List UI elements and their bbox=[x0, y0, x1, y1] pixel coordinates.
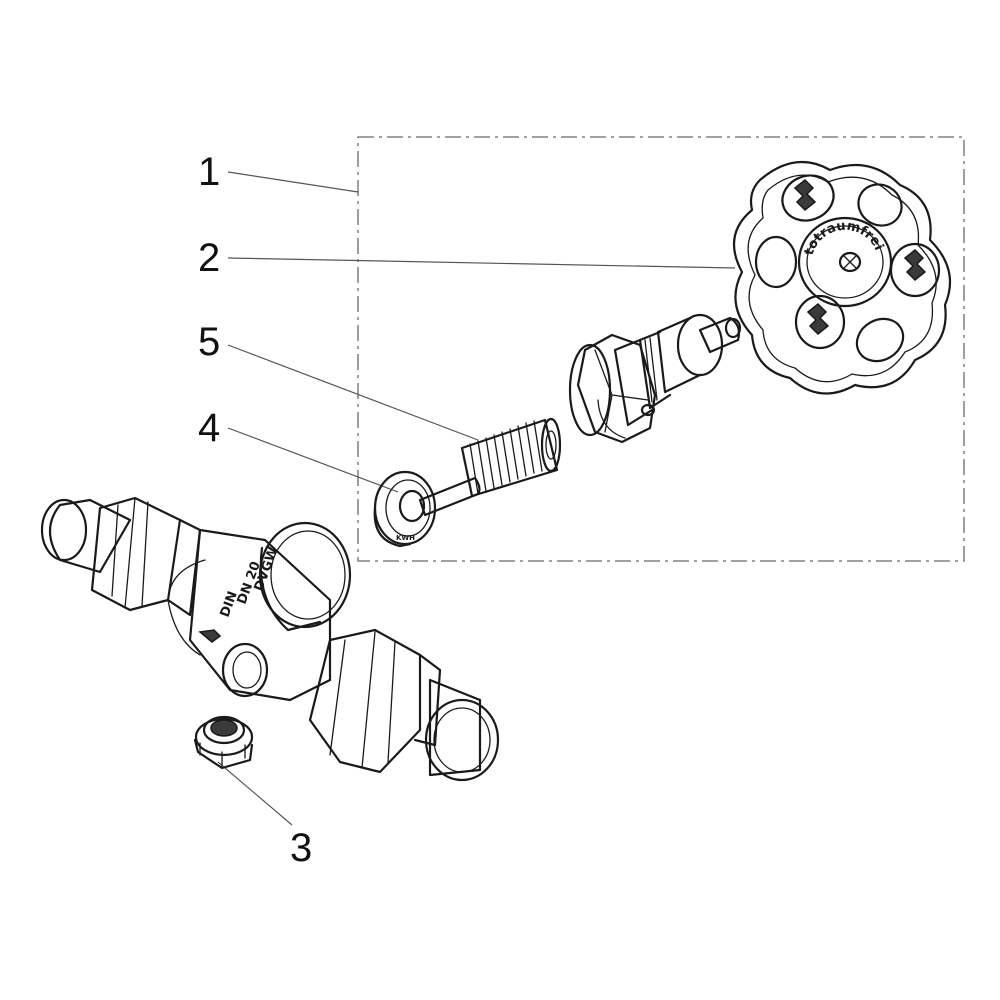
callout-1: 1 bbox=[198, 150, 221, 194]
drain-port bbox=[221, 642, 269, 698]
callout-2: 2 bbox=[198, 236, 221, 280]
left-pipe-end bbox=[40, 498, 88, 562]
callout-5: 5 bbox=[198, 320, 221, 364]
leader-2 bbox=[227, 257, 736, 269]
handwheel-window-top-left bbox=[781, 174, 835, 222]
leader-3 bbox=[217, 761, 293, 826]
bonnet-upper-part bbox=[568, 313, 742, 444]
spring bbox=[460, 417, 562, 498]
handwheel: totraumfrei bbox=[732, 160, 952, 395]
body-marking-din: DIN bbox=[218, 589, 241, 619]
handwheel-window-bottom-right bbox=[855, 317, 905, 363]
logo-plate-icon bbox=[903, 248, 927, 282]
handwheel-window-top-right bbox=[857, 183, 903, 227]
leader-lines bbox=[217, 171, 736, 826]
washer-mark: KWH bbox=[396, 534, 415, 542]
logo-plate-icon bbox=[806, 302, 830, 336]
assembly-boundary-box bbox=[357, 136, 965, 562]
bonnet-seat-opening bbox=[258, 521, 352, 629]
valve-body: DVGW DN 20 DIN bbox=[40, 496, 500, 782]
leader-5 bbox=[227, 344, 479, 441]
handwheel-window-bottom-left bbox=[794, 294, 846, 350]
valve-disc: KWH bbox=[373, 470, 481, 548]
handwheel-window-left bbox=[754, 235, 798, 289]
leader-4 bbox=[227, 427, 399, 493]
hub-screw-icon bbox=[838, 251, 862, 273]
drain-plug bbox=[193, 715, 254, 770]
logo-plate-icon bbox=[793, 178, 817, 212]
callout-4: 4 bbox=[198, 406, 221, 450]
right-pipe-end bbox=[424, 698, 500, 782]
handwheel-hub bbox=[797, 216, 893, 308]
callout-3: 3 bbox=[290, 826, 313, 870]
leader-1 bbox=[227, 171, 359, 193]
